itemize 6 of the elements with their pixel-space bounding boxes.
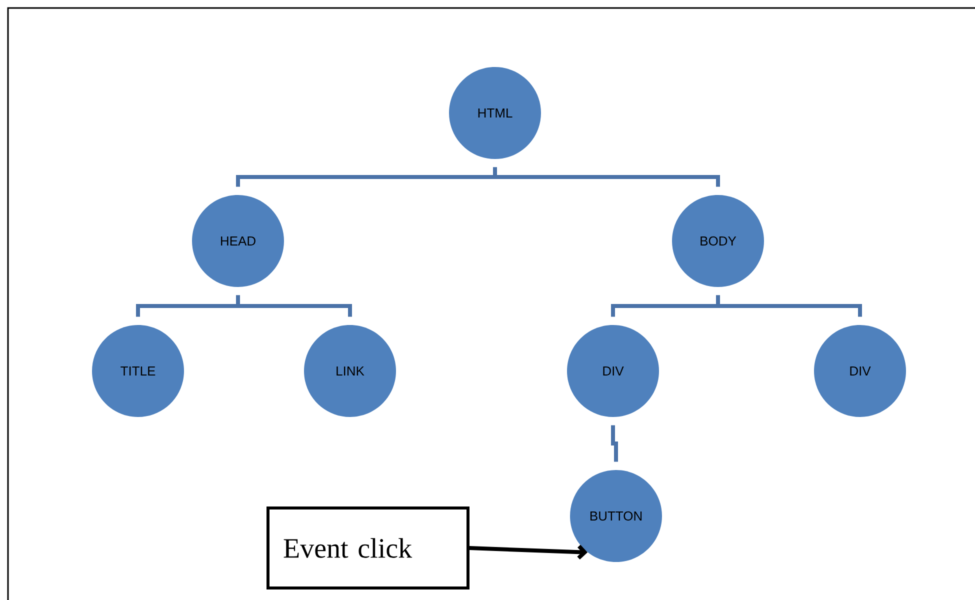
tree-connector [716, 295, 862, 317]
text-box: Event click [266, 506, 470, 590]
tree-connector [611, 425, 618, 462]
tree-connector [493, 167, 720, 187]
tree-connector [236, 295, 352, 317]
arrow [468, 544, 588, 560]
